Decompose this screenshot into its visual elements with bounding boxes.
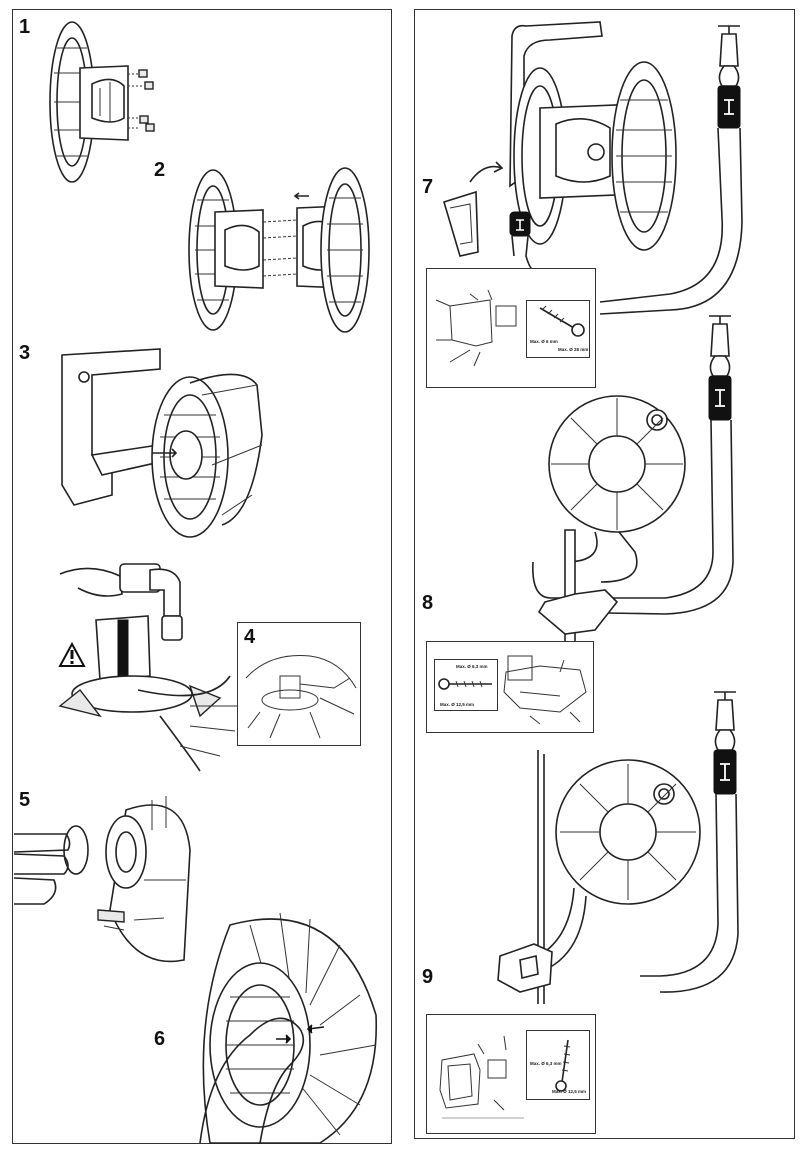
step-4-hose-connector-illustration [58, 563, 240, 772]
step-5-hub-fitting-illustration [13, 796, 191, 963]
step-7-number: 7 [422, 176, 434, 198]
step-7-dim-1: Max. Ø 6 mm [530, 339, 558, 344]
step-3-number: 3 [19, 342, 31, 364]
step-8-dim-1: Max. Ø 6,3 mm [456, 664, 488, 669]
step-9-dim-1: Max. Ø 6,3 mm [530, 1061, 562, 1066]
step-3-reel-on-bracket-illustration [61, 348, 263, 538]
step-5-number: 5 [19, 789, 31, 811]
step-2-number: 2 [154, 159, 166, 181]
step-8-dim-2: Max. Ø 12,5 mm [440, 702, 475, 707]
step-8-number: 8 [422, 592, 434, 614]
step-6-hub-clamp-illustration [199, 912, 378, 1144]
step-9-inset-bracket-drawing [439, 1035, 524, 1119]
step-4-number: 4 [244, 626, 256, 648]
step-4-inset-drawing [245, 654, 357, 739]
step-9-reel-wall-illustration [497, 691, 739, 1004]
step-9-screw-drawing [555, 1039, 571, 1092]
step-7-dim-2: Max. Ø 28 mm [558, 347, 589, 352]
step-7-wall-mount-illustration [443, 21, 677, 271]
step-9-number: 9 [422, 966, 434, 988]
step-1-reel-side-illustration [49, 21, 155, 183]
step-8-screw-drawing [438, 678, 492, 690]
step-8-inset-bracket-drawing [503, 655, 587, 725]
step-1-number: 1 [19, 16, 31, 38]
warning-triangle-icon [58, 641, 86, 667]
step-9-dim-2: Max. Ø 12,5 mm [552, 1089, 587, 1094]
step-6-number: 6 [154, 1028, 166, 1050]
step-7-inset-bracket-drawing [435, 289, 517, 367]
step-8-reel-on-post-illustration [532, 315, 734, 643]
step-7-screw-drawing [539, 305, 585, 337]
step-2-reel-assembly-illustration [188, 167, 370, 333]
step-7-hose-and-tap-illustration [599, 25, 743, 315]
